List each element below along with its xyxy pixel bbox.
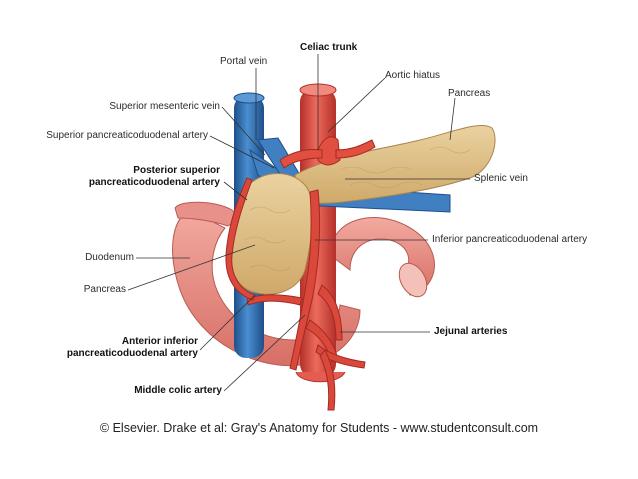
label-pancreas-right: Pancreas — [448, 88, 491, 99]
label-celiac-trunk: Celiac trunk — [300, 42, 358, 53]
copyright-caption: © Elsevier. Drake et al: Gray's Anatomy … — [99, 421, 539, 435]
label-anterior-inferior-line2: pancreaticoduodenal artery — [66, 348, 198, 359]
jejunum-shape — [329, 217, 435, 298]
label-pancreas-left: Pancreas — [83, 284, 126, 295]
label-duodenum: Duodenum — [85, 252, 134, 263]
label-superior-pancreaticoduodenal-artery: Superior pancreaticoduodenal artery — [46, 130, 208, 141]
label-portal-vein: Portal vein — [220, 56, 268, 67]
duodenum-shape — [172, 201, 361, 367]
label-superior-mesenteric-vein: Superior mesenteric vein — [109, 101, 220, 112]
label-posterior-superior-line1: Posterior superior — [133, 165, 220, 176]
pancreas-body-shape — [294, 124, 496, 204]
label-jejunal-arteries: Jejunal arteries — [434, 326, 508, 337]
label-splenic-vein: Splenic vein — [474, 173, 528, 184]
label-aortic-hiatus: Aortic hiatus — [385, 70, 441, 81]
label-anterior-inferior-line1: Anterior inferior — [121, 336, 198, 347]
leader-lines — [127, 54, 470, 392]
label-middle-colic-artery: Middle colic artery — [134, 385, 222, 396]
label-inferior-pancreaticoduodenal-artery: Inferior pancreaticoduodenal artery — [432, 234, 588, 245]
label-posterior-superior-line2: pancreaticoduodenal artery — [88, 177, 220, 188]
